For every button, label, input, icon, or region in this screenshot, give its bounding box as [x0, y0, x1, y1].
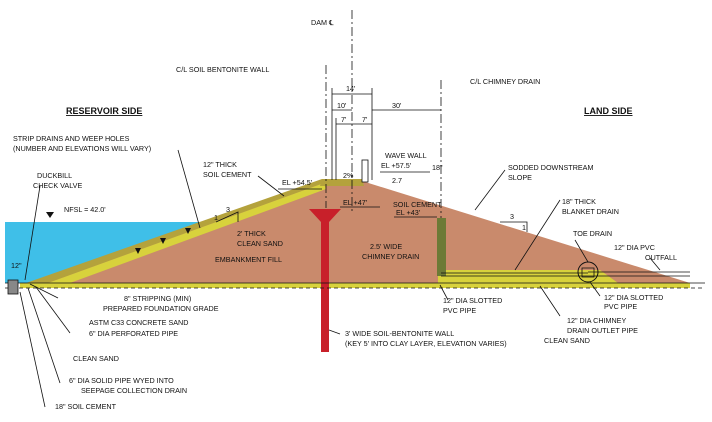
leader-right-2: [589, 281, 601, 297]
leader-duckbill: [24, 185, 41, 281]
sodded-text-2: SLOPE: [508, 173, 532, 182]
solid-pipe-text: 6" DIA SOLID PIPE WYED INTO: [69, 376, 174, 385]
chimney-outlet-text-2: DRAIN OUTLET PIPE: [567, 326, 638, 335]
el-575-text: EL +57.5': [381, 161, 412, 170]
leader-left-1: [29, 283, 59, 299]
duckbill-text: DUCKBILL: [37, 171, 72, 180]
slope-3-left-text: 3: [226, 205, 230, 214]
toe-drain-box: [581, 267, 595, 278]
crest-soil-cement: [320, 179, 364, 186]
nfsl-marker-icon: [46, 212, 54, 218]
slotted-pvc-mid-text-2: PVC PIPE: [443, 306, 476, 315]
sb-wall-text: 3' WIDE SOIL-BENTONITE WALL: [345, 329, 454, 338]
outfall-text-2: OUTFALL: [645, 253, 677, 262]
wave-wall-text: WAVE WALL: [385, 151, 427, 160]
slotted-pvc-right-text: 12" DIA SLOTTED: [604, 293, 663, 302]
stripping-text: 8" STRIPPING (MIN): [124, 294, 191, 303]
leader-sodded: [474, 169, 506, 211]
dim-7b-text: 7': [362, 115, 368, 124]
clean-sand-2-text-2: CLEAN SAND: [237, 239, 283, 248]
blanket-text: 18" THICK: [562, 197, 596, 206]
upstream-clean-sand-layer: [48, 183, 326, 283]
chimney-drain: [437, 218, 446, 276]
slotted-pvc-right-text-2: PVC PIPE: [604, 302, 637, 311]
leader-sb-wall: [328, 329, 341, 335]
slotted-pvc-mid-text: 12" DIA SLOTTED: [443, 296, 502, 305]
leader-left-3: [27, 287, 61, 384]
weep-hole-icon: [185, 228, 191, 234]
wave-wall: [361, 159, 369, 183]
foundation-grade-text: PREPARED FOUNDATION GRADE: [103, 304, 219, 313]
el-47-text: EL +47': [343, 198, 368, 207]
el-545-text: EL +54.5': [282, 178, 313, 187]
clean-sand-2-text: 2' THICK: [237, 229, 266, 238]
embankment-body: [30, 181, 690, 283]
slope-3-right-text: 3: [510, 212, 514, 221]
leader-right-3: [539, 285, 561, 317]
dim-18-text: 18": [432, 163, 443, 172]
dim-30-text: 30': [392, 101, 402, 110]
leader-strip-drains: [177, 149, 201, 229]
slope-triangle-right: [500, 221, 528, 232]
dim-7a-text: 7': [341, 115, 347, 124]
chimney-text-2: CHIMNEY DRAIN: [362, 252, 419, 261]
slope-1-left-text: 1: [214, 213, 218, 222]
clean-sand-left-text: CLEAN SAND: [73, 354, 119, 363]
chimney-outlet-text: 12" DIA CHIMNEY: [567, 316, 626, 325]
dim-14-text: 14': [346, 84, 356, 93]
outfall-text: 12" DIA PVC: [614, 243, 655, 252]
sodded-text: SODDED DOWNSTREAM: [508, 163, 593, 172]
leader-left-2: [35, 286, 71, 334]
weep-hole-icon: [160, 238, 166, 244]
soil-cement-12-text-2: SOIL CEMENT: [203, 170, 252, 179]
nfsl-text: NFSL = 42.0': [64, 205, 106, 214]
slope-triangle-left: [215, 211, 239, 223]
strip-drains-text: STRIP DRAINS AND WEEP HOLES: [13, 134, 130, 143]
leader-toe-drain: [574, 239, 589, 263]
clean-sand-right-text: CLEAN SAND: [544, 336, 590, 345]
cl-bentonite-label: C/L SOIL BENTONITE WALL: [176, 65, 269, 74]
dam-cl-label: DAM ℄: [311, 18, 334, 27]
dim-12-left-text: 12": [11, 261, 22, 270]
leader-soil-cement-12: [257, 175, 285, 197]
slope-1-right-text: 1: [522, 223, 526, 232]
duckbill-text-2: CHECK VALVE: [33, 181, 82, 190]
perf-pipe-text: 6" DIA PERFORATED PIPE: [89, 329, 178, 338]
leader-right-1: [439, 284, 449, 301]
astm-text: ASTM C33 CONCRETE SAND: [89, 318, 188, 327]
el-43-text: EL +43': [396, 208, 421, 217]
weep-hole-icon: [135, 248, 141, 254]
chimney-text: 2.5' WIDE: [370, 242, 402, 251]
solid-pipe-text-2: SEEPAGE COLLECTION DRAIN: [81, 386, 187, 395]
sb-wall-text-2: (KEY 5' INTO CLAY LAYER, ELEVATION VARIE…: [345, 339, 507, 348]
blanket-text-2: BLANKET DRAIN: [562, 207, 619, 216]
soil-cement-crest-text: SOIL CEMENT: [393, 200, 442, 209]
toe-drain-text: TOE DRAIN: [573, 229, 612, 238]
soil-cement-18-text: 18" SOIL CEMENT: [55, 402, 117, 411]
outlet-structure: [7, 279, 19, 295]
embankment-fill-text: EMBANKMENT FILL: [215, 255, 282, 264]
dim-10-text: 10': [337, 101, 347, 110]
foundation-clean-sand: [20, 283, 690, 288]
leader-outfall: [649, 257, 661, 271]
reservoir-side-title: RESERVOIR SIDE: [66, 106, 142, 116]
strip-drains-text-2: (NUMBER AND ELEVATIONS WILL VARY): [13, 144, 151, 153]
leader-blanket: [514, 199, 561, 271]
soil-bentonite-wall: [309, 209, 341, 352]
soil-cement-12-text: 12" THICK: [203, 160, 237, 169]
upstream-soil-cement-layer: [26, 179, 324, 283]
cl-chimney-label: C/L CHIMNEY DRAIN: [470, 77, 540, 86]
land-side-title: LAND SIDE: [584, 106, 633, 116]
leader-left-4: [19, 291, 46, 408]
ratio-27-text: 2.7: [392, 176, 402, 185]
pct-2-text: 2%: [343, 171, 354, 180]
